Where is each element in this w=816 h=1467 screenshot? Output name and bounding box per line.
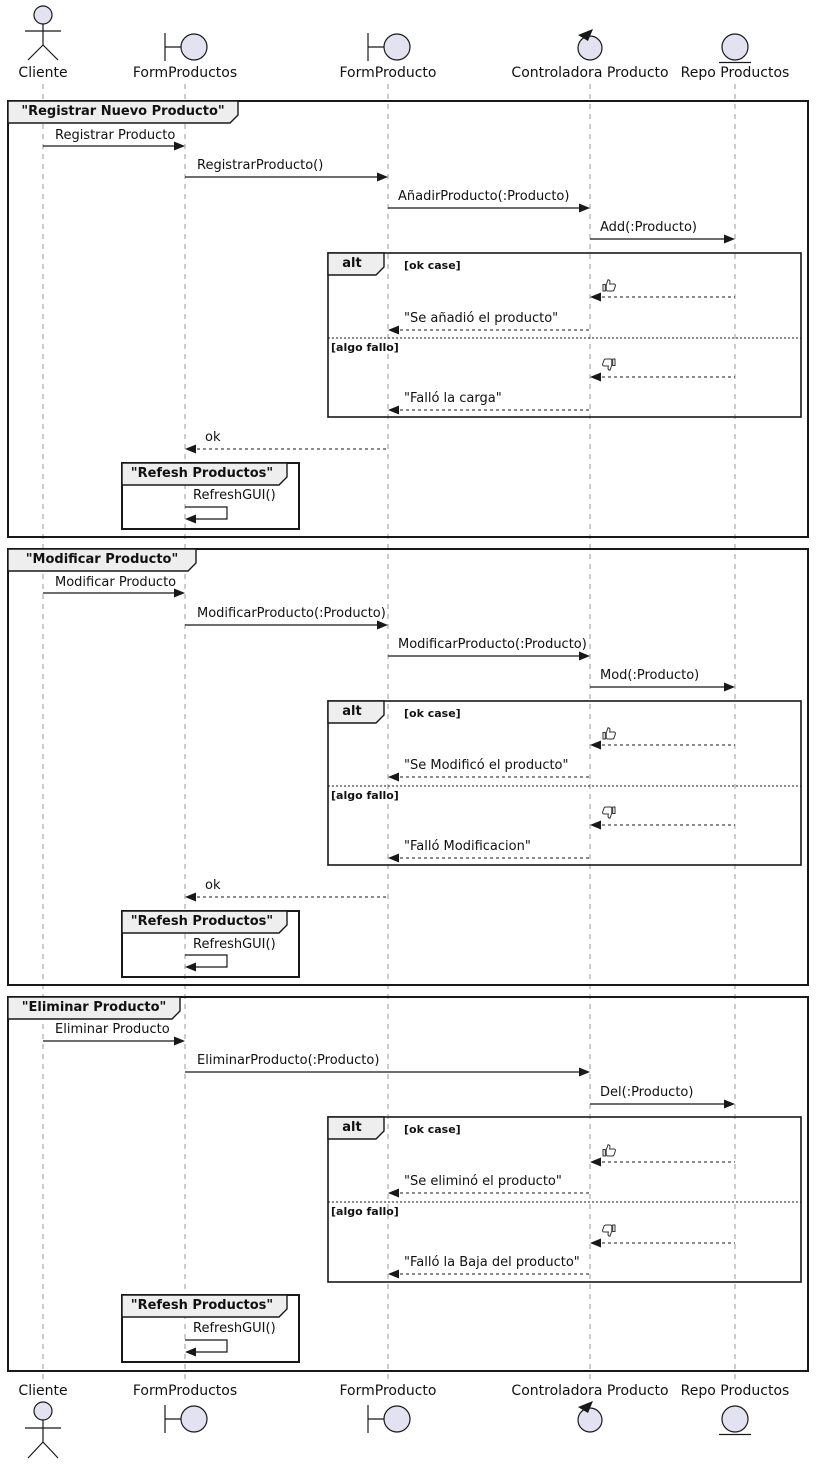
thumbs-up-icon (602, 1144, 616, 1157)
message-label: "Falló la carga" (404, 391, 502, 406)
message-label: Eliminar Producto (55, 1022, 170, 1037)
frame-refresh-1 (121, 462, 300, 530)
message-label: ModificarProducto(:Producto) (398, 637, 587, 652)
boundary-icon (367, 1405, 411, 1433)
message-arrows-frame1 (43, 141, 735, 244)
control-icon (577, 1401, 603, 1433)
message-label: Registrar Producto (55, 128, 176, 143)
message-label: RegistrarProducto() (197, 158, 324, 173)
frame-title: "Refesh Productos" (130, 1298, 274, 1313)
control-icon (577, 29, 603, 61)
participant-label-repo: Repo Productos (680, 1383, 790, 1399)
message-arrows-frame3 (43, 1036, 735, 1109)
thumbs-down-icon (602, 358, 616, 371)
guard-label: [ok case] (404, 707, 461, 720)
actor-icon (25, 5, 61, 61)
participant-label-cliente: Cliente (18, 65, 68, 81)
return-arrows-frame3 (388, 1157, 735, 1279)
message-label: "Se eliminó el producto" (404, 1174, 562, 1189)
message-label: Add(:Producto) (600, 220, 698, 235)
alt-fragment-3 (327, 1116, 802, 1283)
participant-label-formproducto: FormProducto (339, 65, 437, 81)
message-label: "Falló la Baja del producto" (404, 1255, 580, 1270)
frame-title: "Refesh Productos" (130, 914, 274, 929)
message-arrows-frame2 (43, 588, 735, 692)
guard-label: [ok case] (404, 259, 461, 272)
message-label: Modificar Producto (55, 575, 177, 590)
frame-refresh-2 (121, 910, 300, 978)
guard-label: [algo fallo] (331, 789, 399, 802)
frame-registrar (7, 100, 809, 538)
guard-label: [ok case] (404, 1123, 461, 1136)
message-label: Del(:Producto) (600, 1085, 694, 1100)
message-label: RefreshGUI() (193, 1321, 276, 1336)
boundary-icon (164, 1405, 208, 1433)
message-label: RefreshGUI() (193, 937, 276, 952)
lifelines (42, 84, 736, 1382)
alt-operator: alt (342, 1120, 362, 1135)
entity-icon (719, 33, 751, 64)
message-label: "Se añadió el producto" (404, 311, 559, 326)
thumbs-up-icon (602, 727, 616, 740)
thumbs-up-icon (602, 279, 616, 292)
boundary-icon (367, 33, 411, 61)
participant-label-cliente: Cliente (18, 1383, 68, 1399)
alt-fragment-1 (327, 252, 802, 418)
participant-label-controladora: Controladora Producto (511, 1383, 669, 1399)
frame-title: "Modificar Producto" (25, 552, 179, 567)
message-label: ok (205, 430, 221, 445)
entity-icon (719, 1405, 751, 1436)
participant-label-formproductos: FormProductos (132, 1383, 238, 1399)
frame-title: "Registrar Nuevo Producto" (21, 104, 225, 119)
message-label: ok (205, 878, 221, 893)
participant-label-formproductos: FormProductos (132, 65, 238, 81)
alt-operator: alt (342, 256, 362, 271)
message-label: AñadirProducto(:Producto) (398, 189, 570, 204)
message-label: ModificarProducto(:Producto) (197, 606, 386, 621)
frame-title: "Eliminar Producto" (21, 1000, 167, 1015)
alt-operator: alt (342, 704, 362, 719)
participant-label-repo: Repo Productos (680, 65, 790, 81)
boundary-icon (164, 33, 208, 61)
return-arrows-frame1 (185, 292, 735, 454)
message-label: EliminarProducto(:Producto) (197, 1053, 380, 1068)
frame-refresh-3 (121, 1294, 300, 1363)
thumbs-down-icon (602, 1224, 616, 1237)
guard-label: [algo fallo] (331, 1205, 399, 1218)
frame-eliminar (7, 996, 809, 1372)
participant-label-controladora: Controladora Producto (511, 65, 669, 81)
thumbs-down-icon (602, 806, 616, 819)
participant-label-formproducto: FormProducto (339, 1383, 437, 1399)
alt-fragment-2 (327, 700, 802, 866)
guard-label: [algo fallo] (331, 341, 399, 354)
message-label: "Falló Modificacion" (404, 839, 531, 854)
message-label: RefreshGUI() (193, 488, 276, 503)
message-label: "Se Modificó el producto" (404, 758, 569, 773)
return-arrows-frame2 (185, 740, 735, 902)
frame-modificar (7, 548, 809, 986)
message-label: Mod(:Producto) (600, 668, 700, 683)
actor-icon (25, 1401, 61, 1459)
frame-title: "Refesh Productos" (130, 466, 274, 481)
